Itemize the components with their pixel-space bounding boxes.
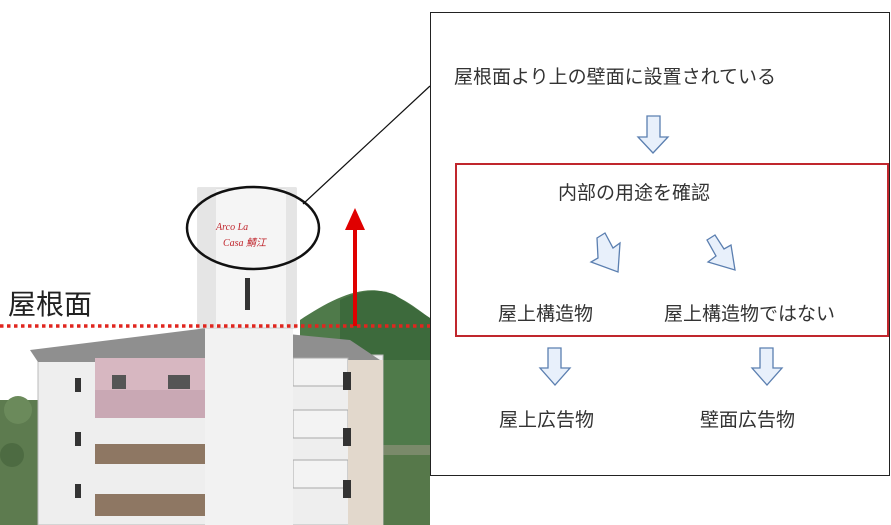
- window: [75, 378, 81, 392]
- window: [343, 480, 351, 498]
- sign-line2: Casa 鯖江: [223, 237, 267, 249]
- sign-highlight-ellipse: [185, 185, 321, 271]
- down-arrow-icon: [750, 347, 784, 386]
- tower-lower: [205, 315, 293, 525]
- callout-line: [302, 85, 431, 205]
- pink-balcony: [95, 390, 215, 418]
- window: [75, 432, 81, 446]
- balcony: [292, 459, 349, 489]
- down-arrow-icon: [538, 347, 572, 386]
- balcony: [292, 409, 349, 439]
- window: [112, 375, 126, 389]
- usage-check-box: [455, 163, 889, 337]
- window: [168, 375, 190, 389]
- wall-ad-text: 壁面広告物: [700, 409, 796, 431]
- balcony: [292, 357, 349, 387]
- down-left-arrow-icon: [589, 232, 621, 273]
- houses-right: [380, 445, 430, 455]
- tree: [0, 443, 24, 467]
- up-arrow-head: [345, 208, 365, 230]
- question-text: 屋根面より上の壁面に設置されている: [454, 66, 777, 88]
- check-usage-text: 内部の用途を確認: [558, 182, 711, 204]
- sign-line1: Arco La: [215, 222, 248, 233]
- down-right-arrow-icon: [706, 234, 736, 271]
- balcony-rail: [95, 494, 215, 516]
- balcony-rail: [95, 444, 215, 464]
- side-wall: [348, 360, 383, 525]
- window: [343, 372, 351, 390]
- rooftop-structure-text: 屋上構造物: [498, 303, 594, 325]
- rooftop-ad-text: 屋上広告物: [499, 409, 595, 431]
- down-arrow-icon: [636, 115, 670, 154]
- flowchart-box: [430, 12, 890, 476]
- window: [343, 428, 351, 446]
- not-rooftop-structure-text: 屋上構造物ではない: [664, 303, 836, 325]
- roof-surface-label: 屋根面: [8, 288, 93, 321]
- trees-right: [380, 450, 430, 525]
- tower-slit-window: [245, 278, 250, 310]
- window: [75, 484, 81, 498]
- tree: [4, 396, 32, 424]
- tower-side: [286, 188, 296, 328]
